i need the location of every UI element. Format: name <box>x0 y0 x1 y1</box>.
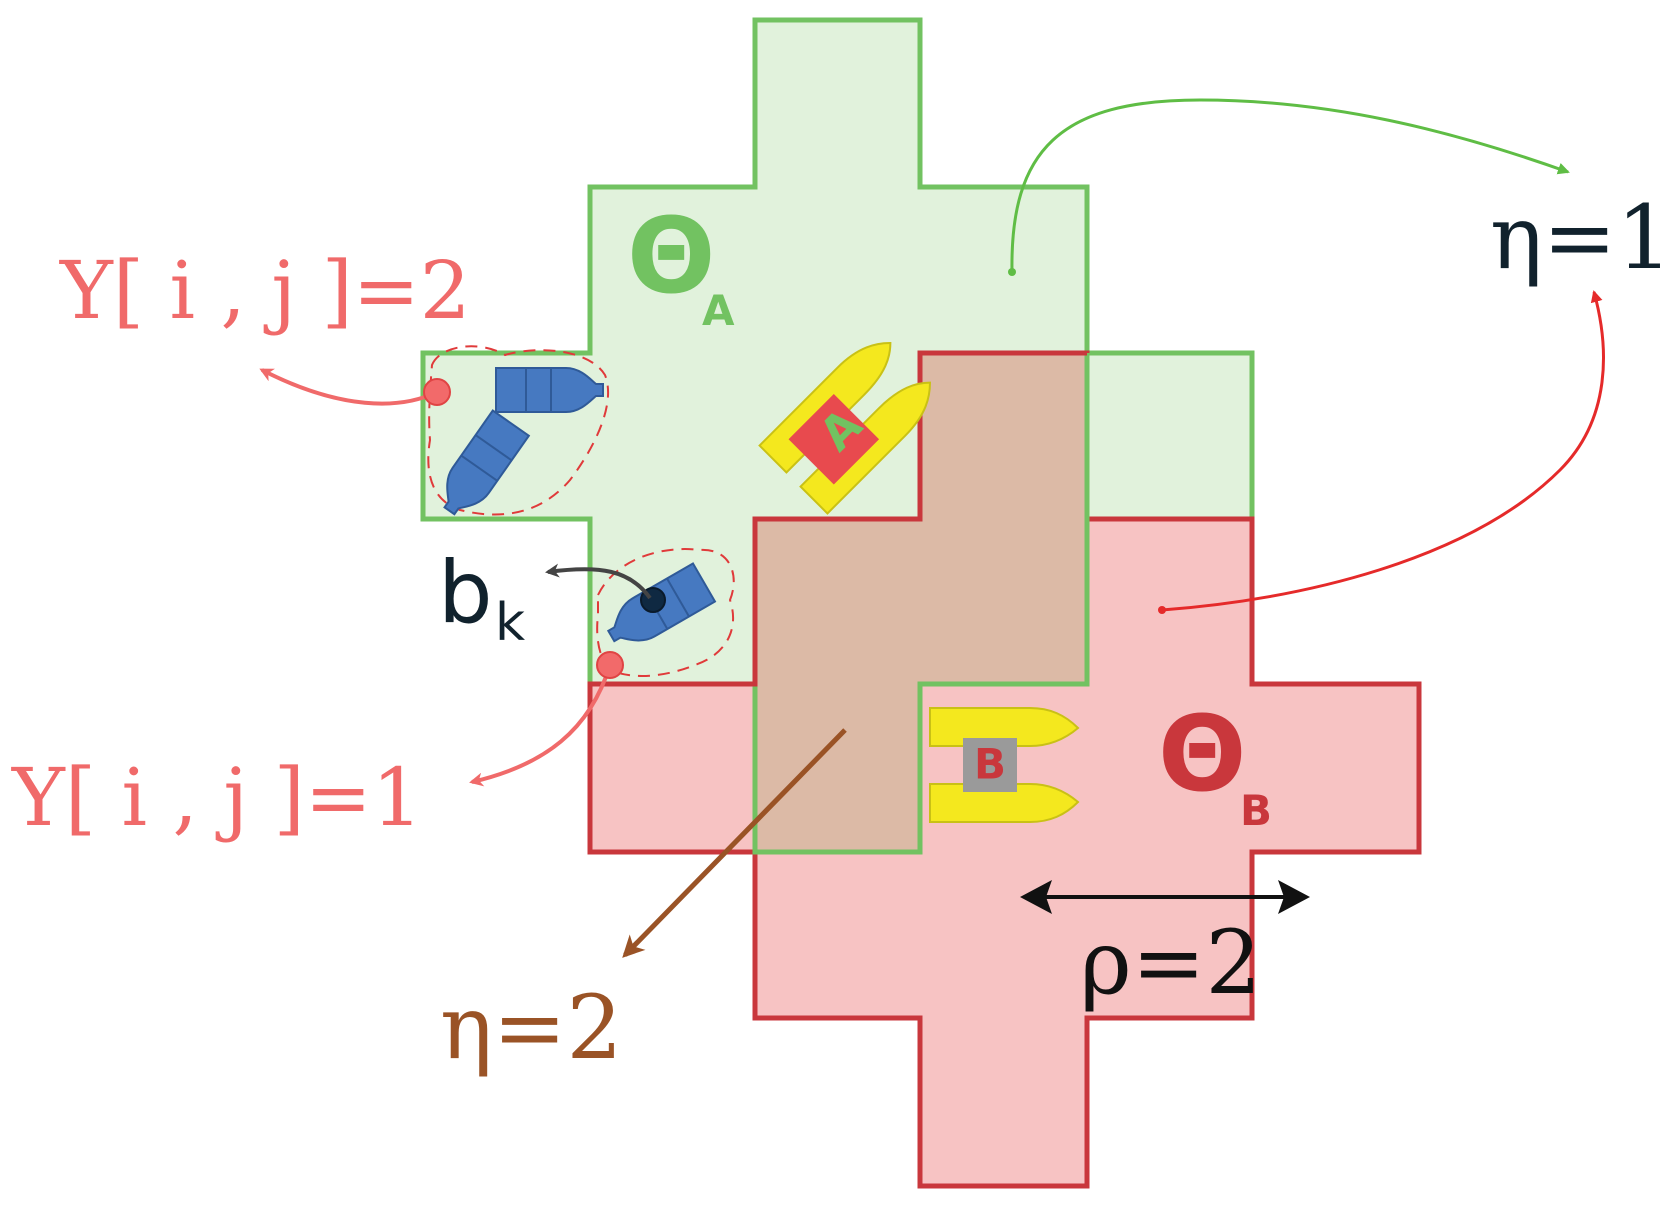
overlap-border-red <box>590 350 1087 687</box>
theta-a-symbol: Θ <box>627 195 715 317</box>
eta2-label: η=2 <box>440 976 622 1079</box>
theta-a-subscript: A <box>702 286 735 335</box>
blue-boat-icon <box>495 367 604 413</box>
eta1-label: η=1 <box>1490 186 1666 289</box>
arrow-origin-dot-a <box>1008 268 1016 276</box>
y1-label: Y[ i , j ]=1 <box>11 751 423 844</box>
arrow-theta-a-to-eta1 <box>1010 98 1570 273</box>
cluster-outline-bottom <box>596 548 735 677</box>
theta-b-symbol: Θ <box>1158 693 1246 815</box>
agent-marker-b: B <box>974 740 1006 789</box>
rho-label: ρ=2 <box>1080 911 1261 1014</box>
cell-marker-top <box>423 378 451 406</box>
cell-marker-bottom <box>596 651 624 679</box>
blue-boat-icon <box>443 409 531 516</box>
arrow-overlap-to-eta2 <box>622 728 847 958</box>
cluster-outline-top <box>427 345 610 516</box>
bk-label: b <box>438 543 493 643</box>
arrow-cell-to-y1 <box>469 664 612 787</box>
arrow-cell-to-y2 <box>259 368 438 406</box>
arrow-origin-dot-b <box>1158 606 1166 614</box>
overlap-region <box>755 353 1087 852</box>
arrow-bk <box>545 563 652 600</box>
arrow-theta-b-to-eta1 <box>1161 290 1605 612</box>
theta-b-subscript: B <box>1240 786 1272 835</box>
y2-label: Y[ i , j ]=2 <box>59 244 471 337</box>
rho-double-arrow <box>1020 880 1310 914</box>
yellow-agent-boat-icon <box>929 707 1080 823</box>
bk-subscript: k <box>495 593 525 653</box>
